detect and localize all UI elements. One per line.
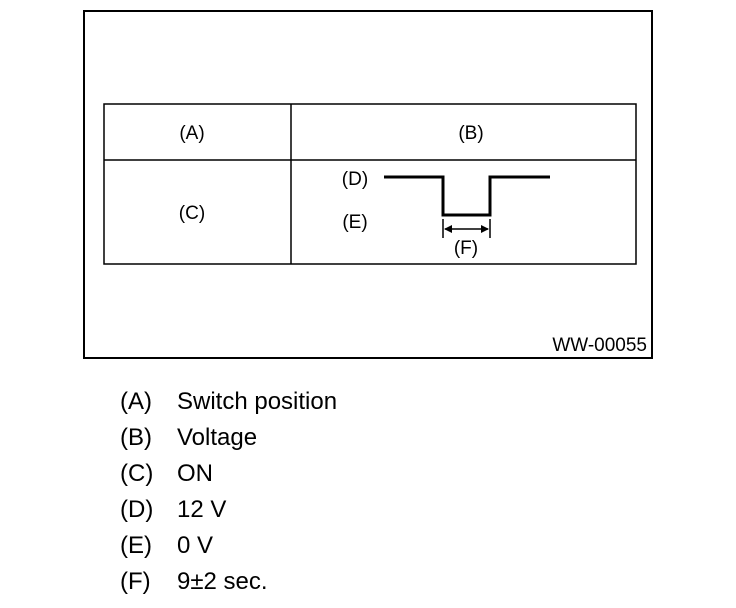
legend-key: (E): [120, 532, 152, 559]
legend-text: 9±2 sec.: [177, 568, 268, 595]
figure-id: WW-00055: [552, 335, 647, 356]
legend-text: ON: [177, 460, 213, 487]
legend-item: (C) ON: [120, 456, 520, 492]
legend-item: (D) 12 V: [120, 492, 520, 528]
legend-key: (C): [120, 460, 154, 487]
legend-text: Switch position: [177, 388, 338, 415]
legend-item: (B) Voltage: [120, 420, 520, 456]
legend-text: 0 V: [177, 532, 214, 559]
legend-key: (F): [120, 568, 151, 595]
row-label: (C): [179, 203, 205, 224]
legend-item: (E) 0 V: [120, 528, 520, 564]
header-left-label: (A): [179, 123, 204, 144]
legend-item: (A) Switch position: [120, 384, 520, 420]
low-level-label: (E): [342, 212, 367, 233]
header-right-label: (B): [458, 123, 483, 144]
duration-label: (F): [454, 238, 478, 259]
dimension-arrow-left: [444, 225, 452, 233]
legend-item: (F) 9±2 sec.: [120, 564, 520, 600]
dimension-arrow-right: [481, 225, 489, 233]
legend-text: 12 V: [177, 496, 227, 523]
signal-table: [103, 103, 637, 265]
legend-key: (B): [120, 424, 152, 451]
figure-frame: [83, 10, 653, 359]
legend-key: (D): [120, 496, 154, 523]
legend-key: (A): [120, 388, 152, 415]
legend: (A) Switch position (B) Voltage (C) ON (…: [120, 384, 520, 600]
high-level-label: (D): [342, 169, 368, 190]
legend-text: Voltage: [177, 424, 258, 451]
voltage-waveform: [384, 175, 550, 217]
